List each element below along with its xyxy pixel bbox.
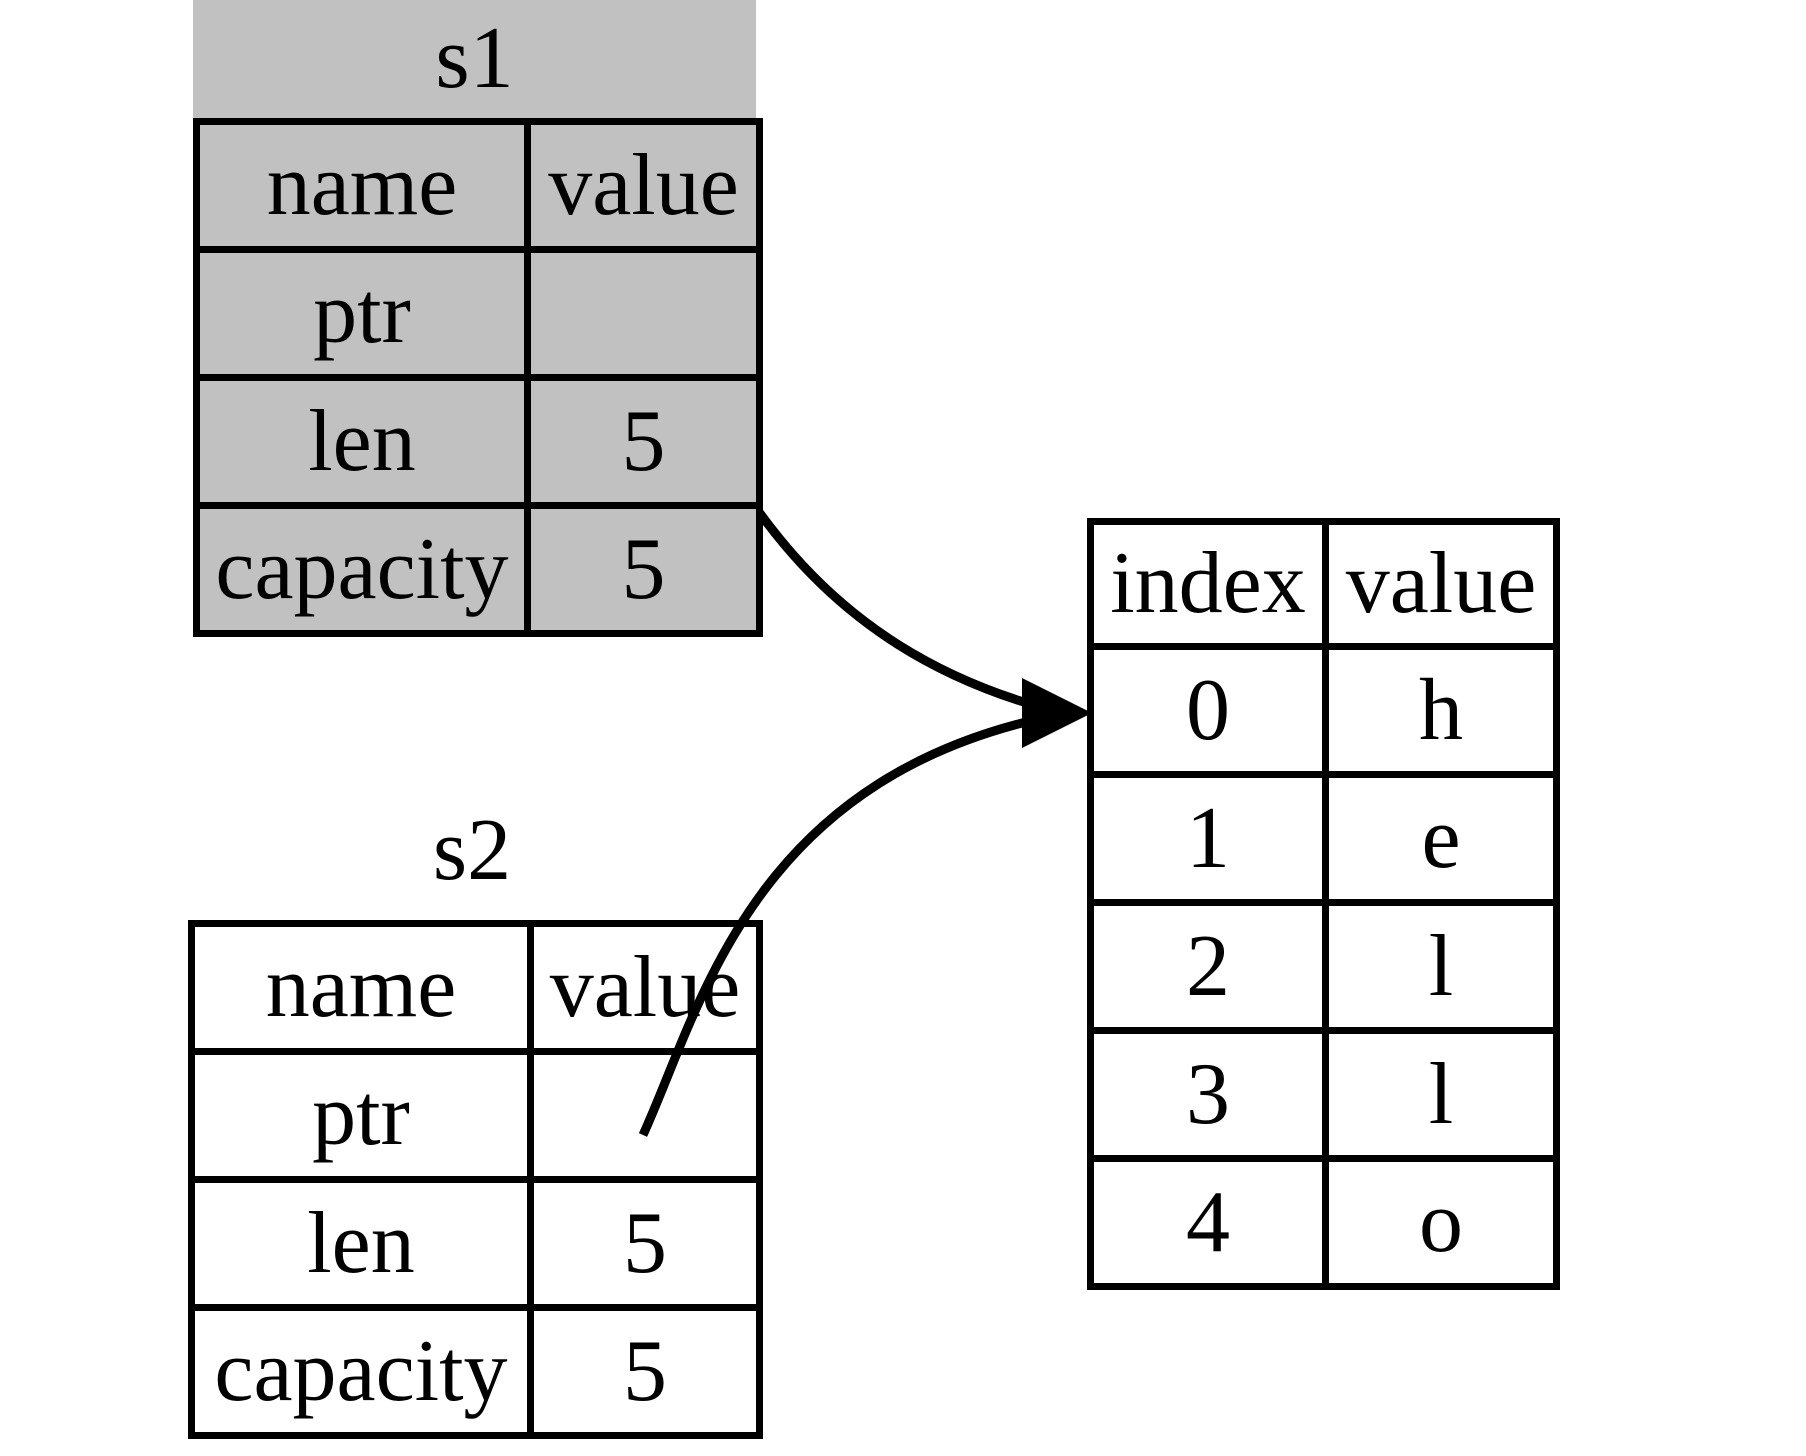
s1-row-capacity: capacity 5	[193, 502, 763, 637]
s2-ptr-label: ptr	[188, 1048, 534, 1183]
s2-struct-table: name value ptr len 5 capacity 5	[188, 920, 763, 1439]
heap-value-3: l	[1322, 1027, 1560, 1162]
heap-index-3: 3	[1087, 1027, 1329, 1162]
s2-ptr-value	[527, 1048, 763, 1183]
s2-header-name: name	[188, 920, 534, 1055]
s1-ptr-label: ptr	[193, 246, 531, 381]
s1-title: s1	[193, 0, 756, 118]
heap-row-4: 4 o	[1087, 1155, 1560, 1290]
heap-row-1: 1 e	[1087, 771, 1560, 906]
s2-row-len: len 5	[188, 1176, 763, 1311]
heap-index-0: 0	[1087, 643, 1329, 778]
heap-buffer-table: index value 0 h 1 e 2 l 3 l 4 o	[1087, 518, 1560, 1290]
heap-index-1: 1	[1087, 771, 1329, 906]
s2-header-row: name value	[188, 920, 763, 1055]
s1-row-len: len 5	[193, 374, 763, 509]
s2-len-value: 5	[527, 1176, 763, 1311]
s1-ptr-value	[524, 246, 763, 381]
s1-struct-block: s1 name value ptr len 5 capacity 5	[193, 0, 763, 637]
heap-index-2: 2	[1087, 899, 1329, 1034]
s2-row-capacity: capacity 5	[188, 1304, 763, 1439]
s1-header-row: name value	[193, 118, 763, 253]
heap-row-0: 0 h	[1087, 643, 1560, 778]
heap-value-0: h	[1322, 643, 1560, 778]
s1-len-label: len	[193, 374, 531, 509]
heap-row-3: 3 l	[1087, 1027, 1560, 1162]
s2-header-value: value	[527, 920, 763, 1055]
arrowhead-icon	[1022, 678, 1092, 748]
heap-header-value: value	[1322, 518, 1560, 650]
s1-capacity-value: 5	[524, 502, 763, 637]
s2-capacity-label: capacity	[188, 1304, 534, 1439]
heap-value-4: o	[1322, 1155, 1560, 1290]
s1-struct-table: name value ptr len 5 capacity 5	[193, 118, 763, 637]
heap-value-2: l	[1322, 899, 1560, 1034]
s2-title: s2	[432, 802, 512, 899]
s1-capacity-label: capacity	[193, 502, 531, 637]
s2-capacity-value: 5	[527, 1304, 763, 1439]
s2-row-ptr: ptr	[188, 1048, 763, 1183]
s1-row-ptr: ptr	[193, 246, 763, 381]
heap-header-index: index	[1087, 518, 1329, 650]
s2-len-label: len	[188, 1176, 534, 1311]
heap-row-2: 2 l	[1087, 899, 1560, 1034]
s1-len-value: 5	[524, 374, 763, 509]
heap-header-row: index value	[1087, 518, 1560, 650]
s1-header-name: name	[193, 118, 531, 253]
heap-value-1: e	[1322, 771, 1560, 906]
heap-index-4: 4	[1087, 1155, 1329, 1290]
s1-header-value: value	[524, 118, 763, 253]
